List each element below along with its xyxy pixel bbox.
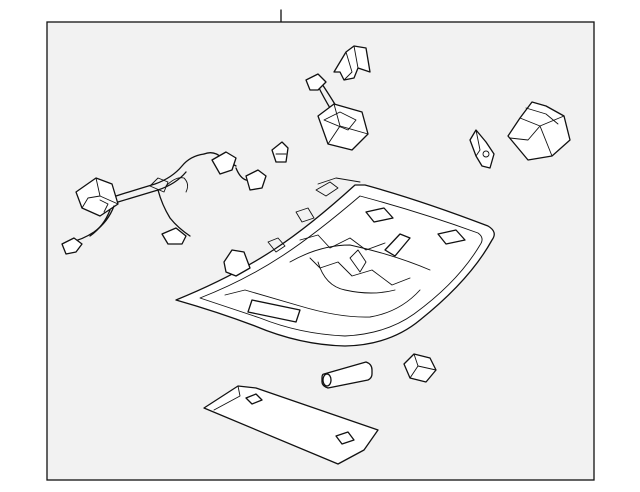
bulb [321, 361, 373, 389]
clip [271, 141, 289, 163]
wiring-harness [61, 151, 267, 255]
storage-door [203, 385, 379, 465]
retainer-clip [469, 129, 495, 169]
overhead-console-housing [175, 177, 495, 347]
lens [403, 353, 437, 383]
lamp-socket [305, 73, 369, 151]
mounting-bracket [333, 45, 371, 81]
sensor-module [507, 101, 571, 161]
